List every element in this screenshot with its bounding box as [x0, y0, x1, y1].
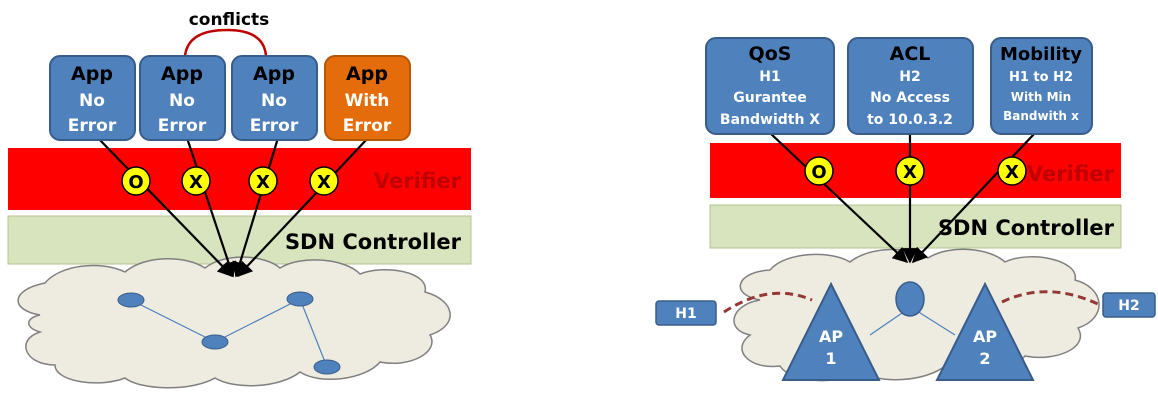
conflicts-label: conflicts	[189, 10, 270, 30]
sdn-controller-layer	[7, 215, 472, 265]
host-label: H2	[1118, 298, 1139, 314]
switch-node	[286, 291, 314, 307]
mark-symbol: O	[811, 162, 826, 183]
app-status-line: Error	[250, 116, 299, 136]
app-box-error[interactable]: App With Error	[324, 55, 411, 141]
switch-node	[313, 359, 341, 375]
right-diagram: Verifier SDN Controller AP 1 AP 2	[655, 37, 1156, 382]
network-switches	[117, 291, 341, 375]
app-status-line: Error	[68, 116, 117, 136]
network-links	[130, 298, 328, 368]
app-status-line: No	[261, 91, 287, 111]
host-h2[interactable]: H2	[1102, 292, 1156, 318]
sdn-controller-label: SDN Controller	[938, 216, 1115, 240]
verify-mark: X	[895, 156, 925, 186]
app-detail-line: H1 to H2	[1009, 70, 1073, 85]
switch-node	[117, 292, 145, 308]
verify-mark: X	[997, 156, 1027, 186]
app-detail-line: to 10.0.3.2	[867, 112, 953, 128]
verify-mark: O	[804, 156, 834, 186]
app-title: App	[346, 63, 388, 85]
app-to-network-arrows	[97, 137, 369, 278]
app-detail-line: No Access	[870, 90, 950, 106]
sdn-controller-label: SDN Controller	[285, 230, 462, 254]
app-title: App	[253, 63, 295, 85]
access-point: AP 2	[935, 281, 1035, 381]
app-title: QoS	[749, 43, 792, 65]
ap-label: AP	[973, 327, 997, 346]
access-point: AP 1	[781, 281, 881, 381]
mark-symbol: X	[903, 162, 917, 183]
app-detail-line: Bandwith x	[1003, 109, 1079, 123]
verifier-label: Verifier	[374, 169, 462, 193]
app-title: App	[71, 63, 113, 85]
app-box[interactable]: App No Error	[139, 55, 226, 141]
app-to-network-arrows	[769, 132, 1036, 264]
app-status-line: Error	[158, 116, 207, 136]
app-status-line: No	[169, 91, 195, 111]
app-detail-line: Gurantee	[733, 90, 806, 106]
app-box-acl[interactable]: ACL H2 No Access to 10.0.3.2	[847, 37, 974, 135]
conflict-arc	[183, 28, 268, 57]
app-title: Mobility	[1000, 44, 1082, 65]
app-box[interactable]: App No Error	[49, 55, 136, 141]
verifier-layer	[8, 148, 471, 210]
mark-symbol: O	[128, 172, 143, 193]
app-title: ACL	[890, 43, 931, 65]
verifier-label: Verifier	[1027, 162, 1115, 186]
ap-label: AP	[819, 327, 843, 346]
verify-mark: X	[309, 166, 339, 196]
verify-mark: X	[181, 166, 211, 196]
network-links	[869, 310, 956, 336]
verify-mark: O	[121, 166, 151, 196]
mark-symbol: X	[1005, 162, 1019, 183]
sdn-controller-layer	[709, 204, 1122, 249]
app-box-qos[interactable]: QoS H1 Gurantee Bandwidth X	[705, 37, 835, 135]
app-title: App	[161, 63, 203, 85]
app-status-line: Error	[343, 116, 392, 136]
mark-symbol: X	[317, 172, 331, 193]
host-h1[interactable]: H1	[655, 300, 717, 326]
mark-symbol: X	[256, 172, 270, 193]
host-label: H1	[675, 306, 696, 322]
network-cloud	[17, 256, 451, 389]
left-diagram: conflicts Verifier SDN Controller	[7, 10, 472, 389]
switch-node	[895, 281, 925, 317]
mark-symbol: X	[189, 172, 203, 193]
app-status-line: With	[345, 91, 390, 111]
app-status-line: No	[79, 91, 105, 111]
app-detail-line: Bandwidth X	[720, 112, 820, 128]
switch-node	[201, 334, 229, 350]
ap-label: 1	[825, 349, 836, 368]
app-box[interactable]: App No Error	[231, 55, 318, 141]
host-links	[723, 290, 1101, 314]
app-detail-line: H1	[759, 69, 780, 85]
app-detail-line: With Min	[1011, 90, 1071, 104]
app-detail-line: H2	[899, 69, 920, 85]
app-box-mobility[interactable]: Mobility H1 to H2 With Min Bandwith x	[990, 37, 1093, 135]
verify-mark: X	[248, 166, 278, 196]
ap-label: 2	[979, 349, 990, 368]
